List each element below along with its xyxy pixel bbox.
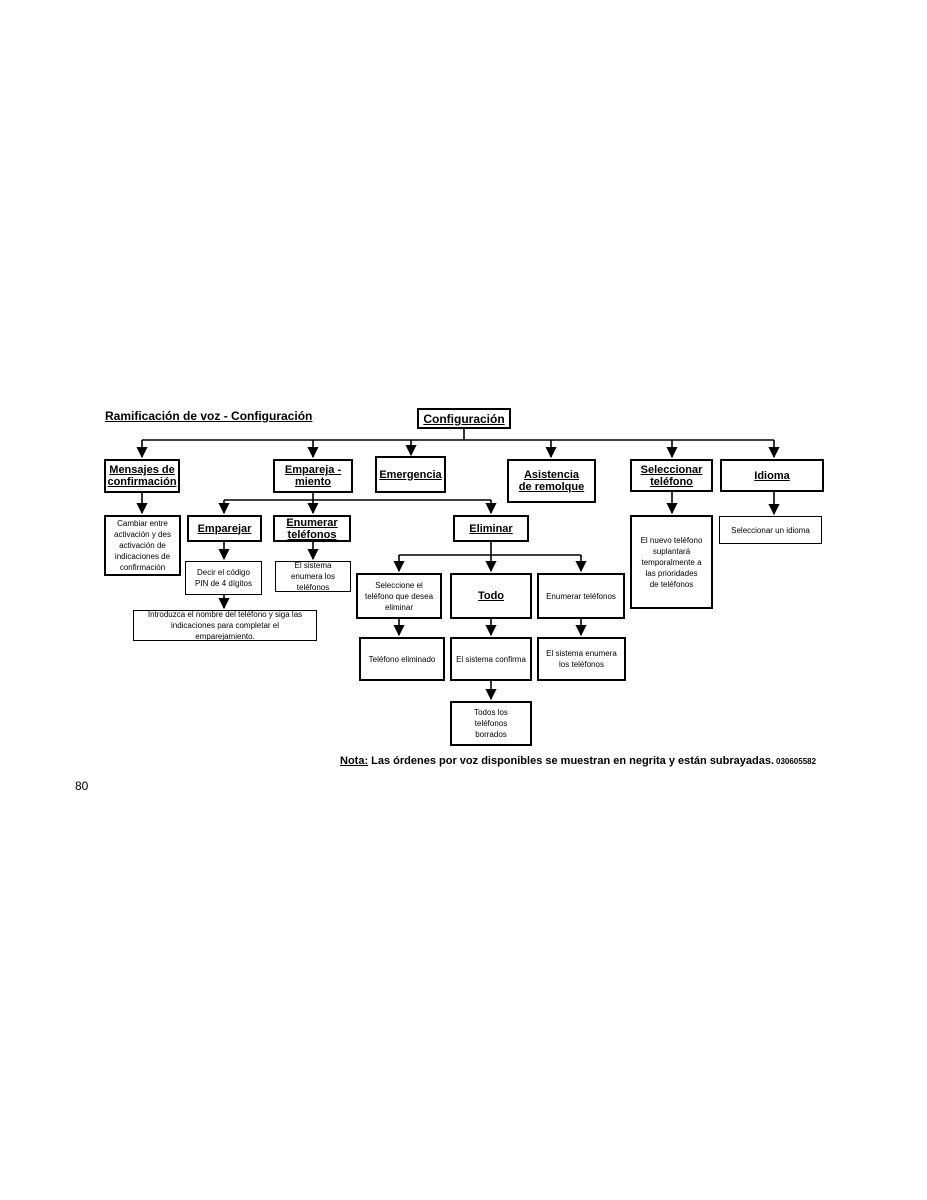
emparejamiento-node: Empareja - miento xyxy=(273,459,353,493)
seleccionar-description-box: El nuevo teléfono suplantará temporalmen… xyxy=(630,515,713,609)
seleccione-telefono-box: Seleccione el teléfono que desea elimina… xyxy=(356,573,442,619)
page-number: 80 xyxy=(75,779,89,793)
pin-step-box: Decir el código PIN de 4 dígitos xyxy=(185,561,262,595)
figure-code: 030605582 xyxy=(776,757,817,766)
idioma-description-box: Seleccionar un idioma xyxy=(719,516,822,544)
name-step-box: Introduzca el nombre del teléfono y siga… xyxy=(133,610,317,641)
note-label: Nota: xyxy=(340,755,369,767)
emparejar-node: Emparejar xyxy=(187,515,262,542)
mensajes-confirmacion-node: Mensajes de confirmación xyxy=(104,459,180,493)
emergencia-node: Emergencia xyxy=(375,456,446,493)
note-text: Las órdenes por voz disponibles se muest… xyxy=(368,755,775,767)
enumerar-telefonos-eliminar-box: Enumerar teléfonos xyxy=(537,573,625,619)
eliminar-node: Eliminar xyxy=(453,515,529,542)
asistencia-remolque-node: Asistencia de remolque xyxy=(507,459,596,503)
sistema-enumera-box: El sistema enumera los teléfonos xyxy=(537,637,626,681)
enumerar-description-box: El sistema enumera los teléfonos xyxy=(275,561,351,592)
seleccionar-telefono-node: Seleccionar teléfono xyxy=(630,459,713,492)
diagram-title: Ramificación de voz - Configuración xyxy=(105,409,313,423)
idioma-node: Idioma xyxy=(720,459,824,492)
enumerar-telefonos-node: Enumerar teléfonos xyxy=(273,515,351,542)
voice-note: Nota: Las órdenes por voz disponibles se… xyxy=(340,755,774,767)
root-configuracion-node: Configuración xyxy=(417,408,511,429)
mensajes-description-box: Cambiar entre activación y des activació… xyxy=(104,515,181,576)
telefono-eliminado-box: Teléfono eliminado xyxy=(359,637,445,681)
sistema-confirma-box: El sistema confirma xyxy=(450,637,532,681)
todo-node: Todo xyxy=(450,573,532,619)
telefonos-borrados-box: Todos los teléfonos borrados xyxy=(450,701,532,746)
